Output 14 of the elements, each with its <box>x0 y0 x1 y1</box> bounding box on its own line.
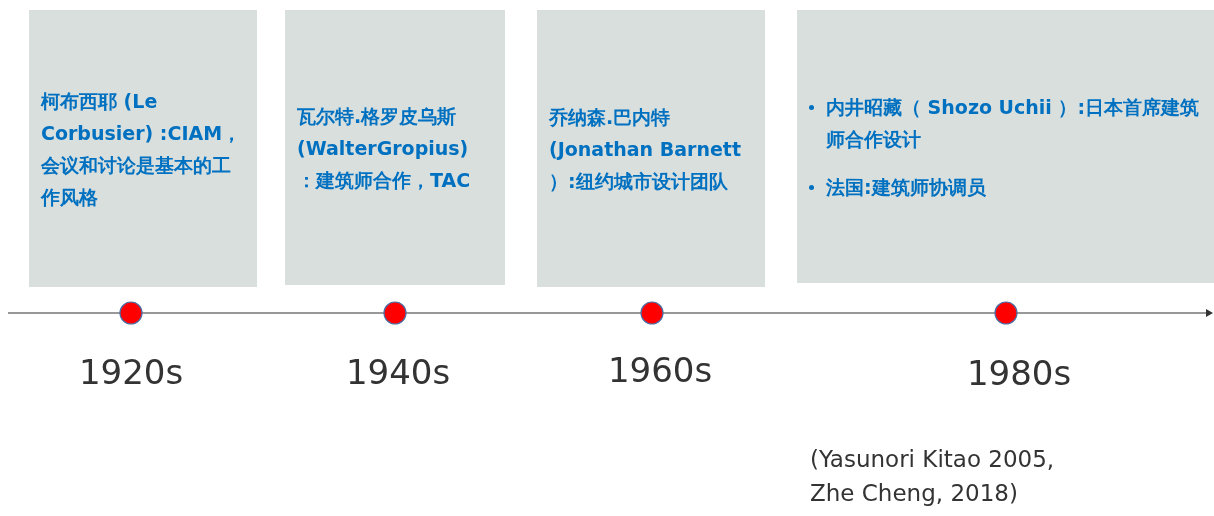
event-box <box>29 10 257 287</box>
year-label: 1940s <box>345 351 451 394</box>
event-box <box>797 10 1214 283</box>
year-label: 1960s <box>607 349 713 392</box>
event-box <box>285 10 505 285</box>
event-text: 柯布西耶 (Le Corbusier) :CIAM，会议和讨论是基本的工作风格 <box>41 88 243 210</box>
year-label: 1920s <box>78 351 184 394</box>
event-text: 乔纳森.巴内特 (Jonathan Barnett ）:纽约城市设计团队 <box>549 104 742 194</box>
event-text: 法国:建筑师协调员 <box>826 174 986 200</box>
citation-text: (Yasunori Kitao 2005, Zhe Cheng, 2018) <box>810 445 1056 508</box>
event-text: 瓦尔特.格罗皮乌斯 (WalterGropius) ：建筑师合作，TAC <box>297 103 472 193</box>
event-text: 内井昭藏（ Shozo Uchii ）:日本首席建筑师合作设计 <box>826 94 1201 152</box>
year-label: 1980s <box>966 352 1072 395</box>
event-box <box>537 10 765 287</box>
